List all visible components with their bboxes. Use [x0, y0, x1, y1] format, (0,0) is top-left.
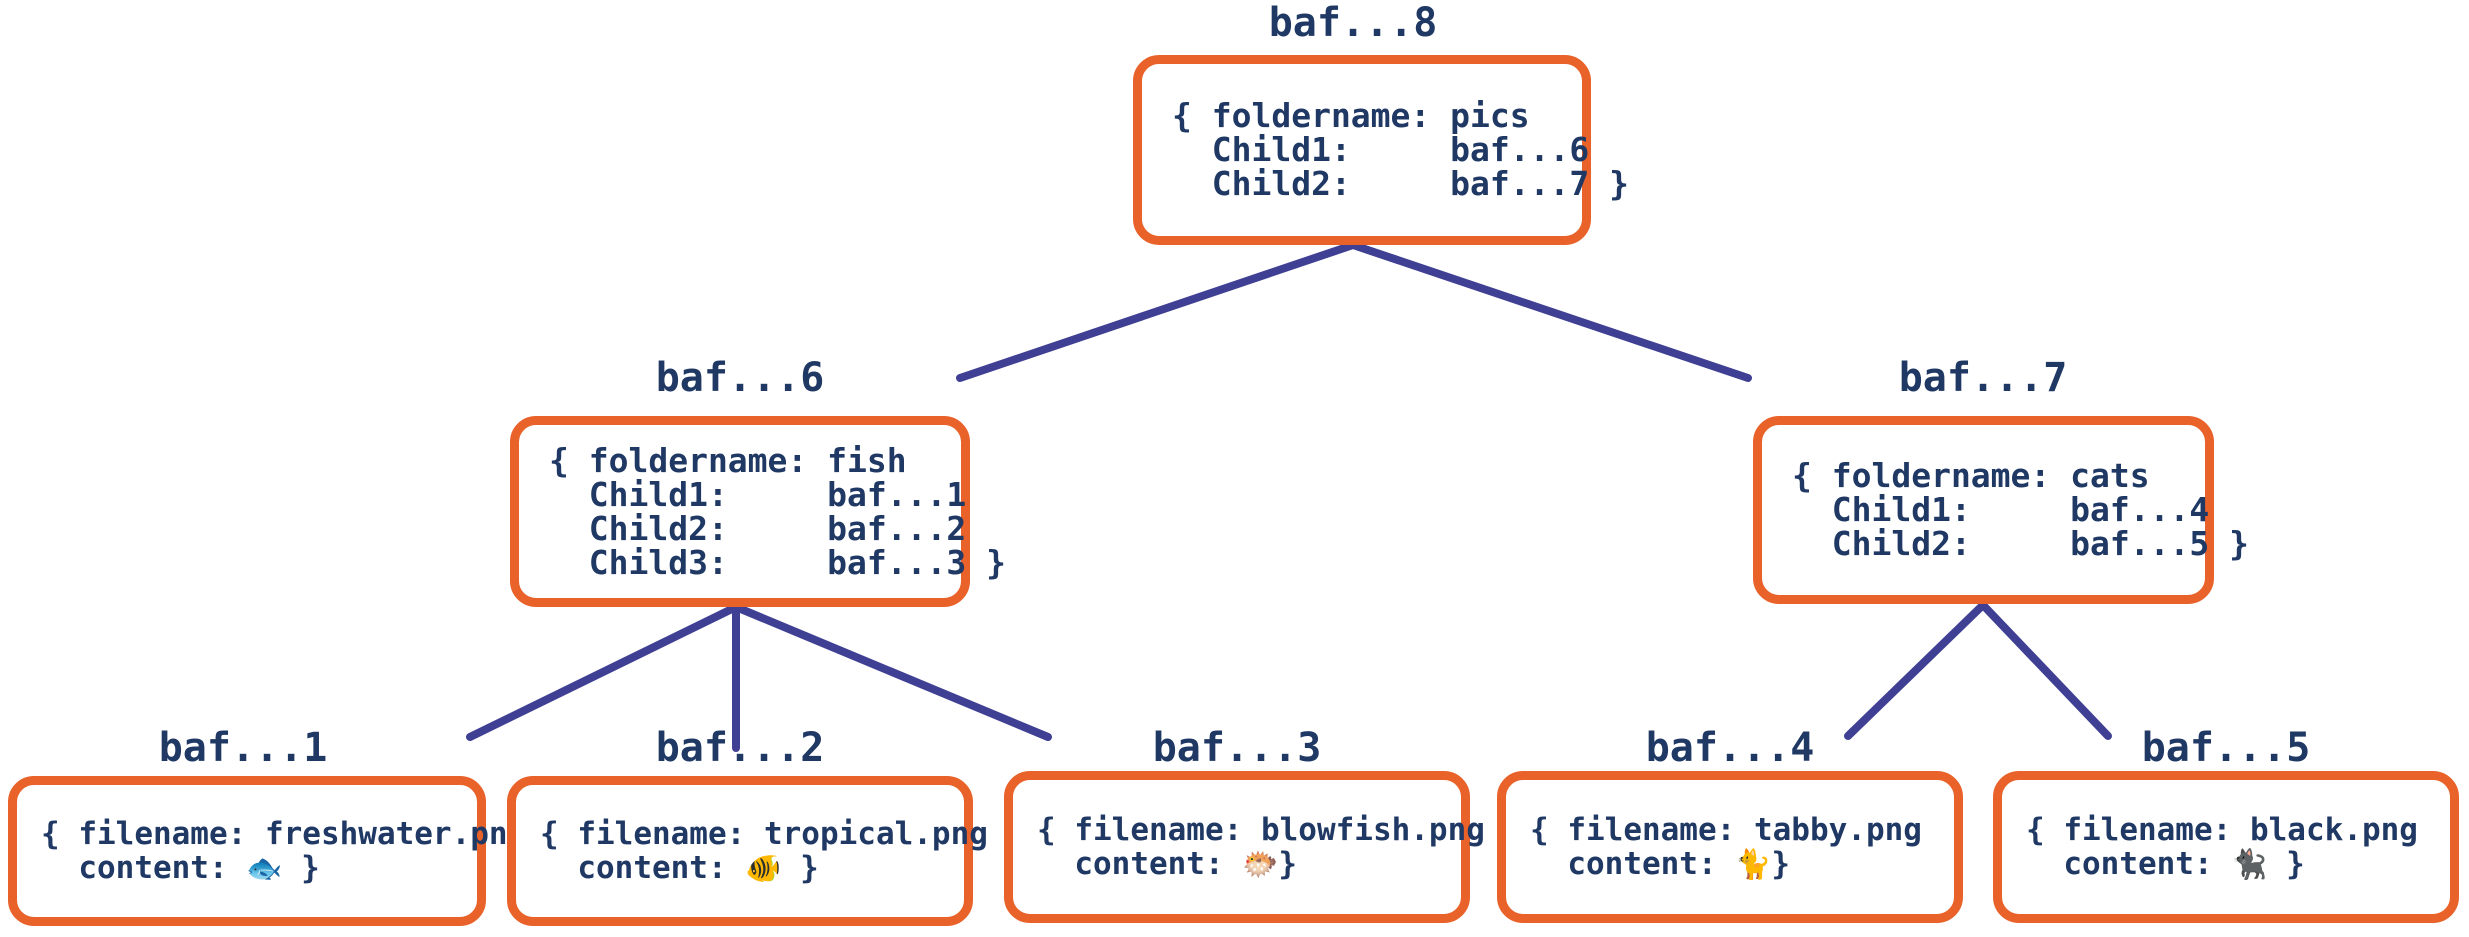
node-leaf-5-box[interactable]: { filename: black.png content: 🐈‍⬛ } [1993, 771, 2459, 923]
content-prefix: content: [2026, 846, 2232, 882]
node-leaf-1-filename: { filename: freshwater.png [41, 816, 527, 852]
edge-cats-to-leaf4 [1844, 601, 1987, 740]
node-leaf-2-box[interactable]: { filename: tropical.png content: 🐠 } [507, 776, 988, 926]
node-fish-line-2: Child1: baf...1 [549, 474, 967, 514]
edge-fish-to-leaf1 [466, 603, 740, 741]
node-leaf-1-label: baf...1 [158, 725, 328, 771]
node-leaf-3-filename: { filename: blowfish.png [1037, 812, 1485, 848]
node-cats-line-2: Child1: baf...4 [1792, 490, 2210, 529]
node-cats-label: baf...7 [1898, 355, 2068, 401]
node-cats-line-1: { foldername: cats [1792, 456, 2150, 495]
node-root-label: baf...8 [1268, 0, 1438, 46]
content-suffix: } [1771, 846, 1791, 882]
node-leaf-5-label: baf...5 [2141, 725, 2311, 771]
content-prefix: content: [1530, 846, 1736, 882]
cat-emoji: 🐈 [1735, 847, 1772, 881]
node-leaf-1-box[interactable]: { filename: freshwater.png content: 🐟 } [8, 776, 527, 926]
node-leaf-2-label: baf...2 [655, 725, 825, 771]
content-prefix: content: [41, 850, 247, 886]
node-fish-line-4: Child3: baf...3 } [549, 542, 1006, 582]
node-fish-line-3: Child2: baf...2 [549, 508, 967, 548]
node-leaf-4-filename: { filename: tabby.png [1530, 812, 1922, 848]
node-fish-box[interactable]: { foldername: fish Child1: baf...1 Child… [510, 416, 1006, 607]
edge-root-to-fish [956, 241, 1357, 382]
edge-cats-to-leaf5 [1979, 601, 2112, 740]
blowfish-emoji: 🐡 [1242, 847, 1279, 881]
node-leaf-1-content: content: 🐟 } [17, 851, 477, 885]
node-leaf-2-filename: { filename: tropical.png [540, 816, 988, 852]
node-leaf-4-label: baf...4 [1645, 725, 1815, 771]
node-root-line-3: Child2: baf...7 } [1172, 164, 1629, 203]
content-prefix: content: [1037, 846, 1243, 882]
node-leaf-3-content: content: 🐡} [1013, 847, 1461, 881]
node-root-line-2: Child1: baf...6 [1172, 130, 1590, 169]
node-leaf-5-content: content: 🐈‍⬛ } [2002, 847, 2450, 881]
content-suffix: } [781, 850, 819, 886]
fish-emoji: 🐟 [246, 851, 283, 885]
node-cats-line-3: Child2: baf...5 } [1792, 524, 2249, 563]
content-suffix: } [282, 850, 320, 886]
node-leaf-5-filename: { filename: black.png [2026, 812, 2418, 848]
edge-fish-to-leaf3 [732, 603, 1052, 741]
node-cats-box[interactable]: { foldername: cats Child1: baf...4 Child… [1753, 416, 2249, 604]
node-leaf-2-content: content: 🐠 } [516, 851, 964, 885]
edge-root-to-cats [1349, 241, 1752, 382]
black-cat-emoji: 🐈‍⬛ [2231, 847, 2268, 881]
tropical-fish-emoji: 🐠 [745, 851, 782, 885]
node-leaf-3-label: baf...3 [1152, 725, 1322, 771]
node-fish-line-1: { foldername: fish [549, 440, 907, 480]
node-fish-label: baf...6 [655, 355, 825, 401]
content-prefix: content: [540, 850, 746, 886]
node-root-line-1: { foldername: pics [1172, 96, 1530, 135]
node-leaf-4-content: content: 🐈} [1506, 847, 1954, 881]
content-suffix: } [1278, 846, 1298, 882]
node-root-box[interactable]: { foldername: pics Child1: baf...6 Child… [1133, 55, 1629, 245]
content-suffix: } [2267, 846, 2305, 882]
node-leaf-3-box[interactable]: { filename: blowfish.png content: 🐡} [1004, 771, 1485, 923]
node-leaf-4-box[interactable]: { filename: tabby.png content: 🐈} [1497, 771, 1963, 923]
